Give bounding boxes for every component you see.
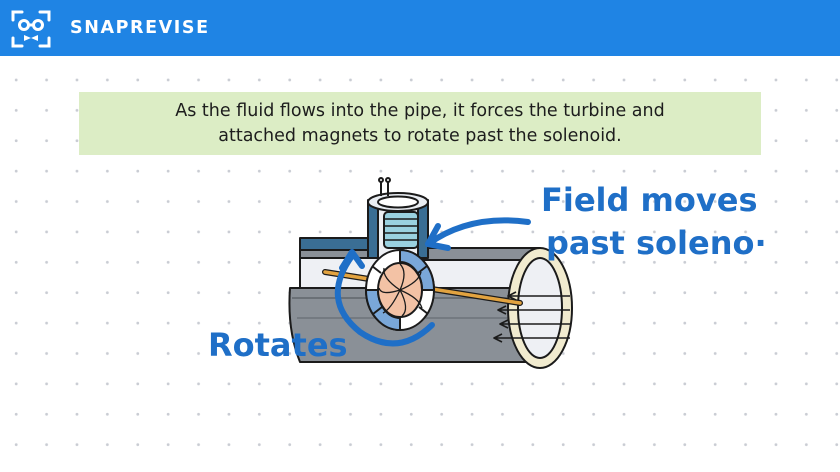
- brand-name: SNAPREVISE: [70, 18, 210, 38]
- pipe-illustration: [288, 177, 573, 369]
- caption-line-1: As the fluid flows into the pipe, it for…: [175, 100, 665, 121]
- field-arrow-head: [425, 223, 451, 251]
- annotation-arrows: [334, 217, 531, 347]
- rotation-arrow-head: [339, 249, 365, 271]
- caption-line-2: attached magnets to rotate past the sole…: [218, 125, 622, 146]
- caption-box: As the fluid flows into the pipe, it for…: [79, 92, 761, 155]
- rotates-label: Rotates: [208, 326, 348, 364]
- header-bar: SNAPREVISE: [0, 0, 840, 56]
- rotation-arrow: [334, 253, 435, 347]
- field-label-line-2: past soleno·: [546, 224, 767, 262]
- snaprevise-face-icon: [11, 10, 51, 48]
- field-label-line-1: Field moves: [541, 181, 757, 219]
- field-arrow: [425, 217, 531, 247]
- caption-text: As the fluid flows into the pipe, it for…: [100, 99, 740, 149]
